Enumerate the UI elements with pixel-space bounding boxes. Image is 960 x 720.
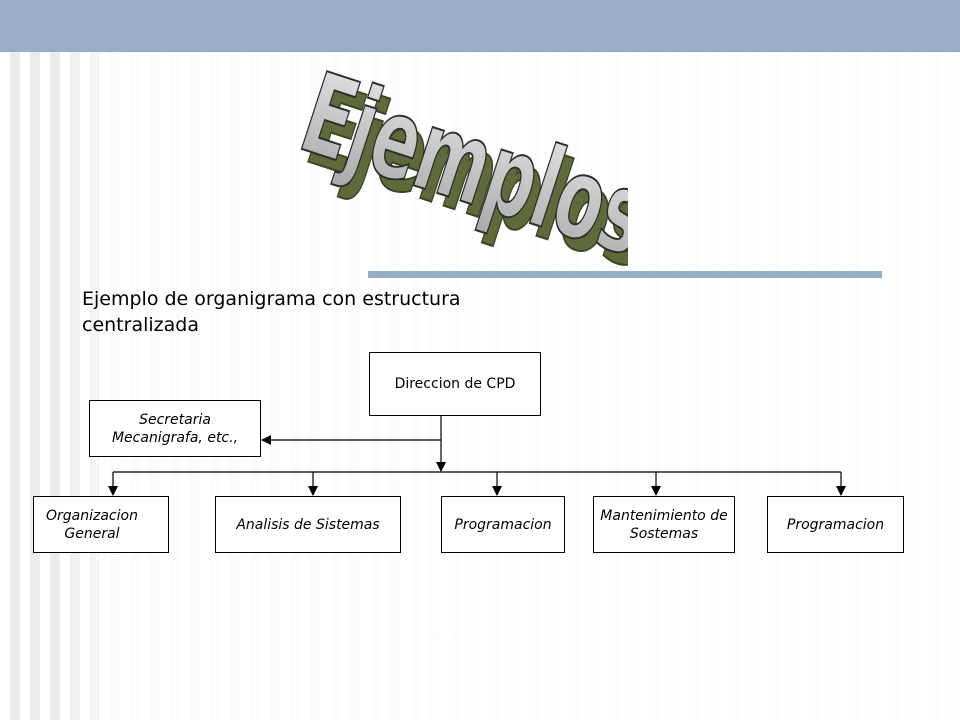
slide-subtitle: Ejemplo de organigrama con estructura ce…: [82, 288, 461, 336]
org-staff-box: Secretaria Mecanigrafa, etc.,: [89, 400, 261, 457]
org-dept-box-4: Mantenimiento de Sostemas: [593, 496, 735, 553]
org-dept-box-3: Programacion: [441, 496, 565, 553]
org-dept-box-2: Analisis de Sistemas: [215, 496, 401, 553]
title-wordart: Ejemplos Ejemplos: [288, 50, 628, 280]
org-dept-box-5: Programacion: [767, 496, 904, 553]
org-root-box: Direccion de CPD: [369, 352, 541, 416]
top-bar: [0, 0, 960, 52]
org-dept-box-1: Organizacion General: [33, 496, 169, 553]
title-underline: [368, 271, 882, 278]
